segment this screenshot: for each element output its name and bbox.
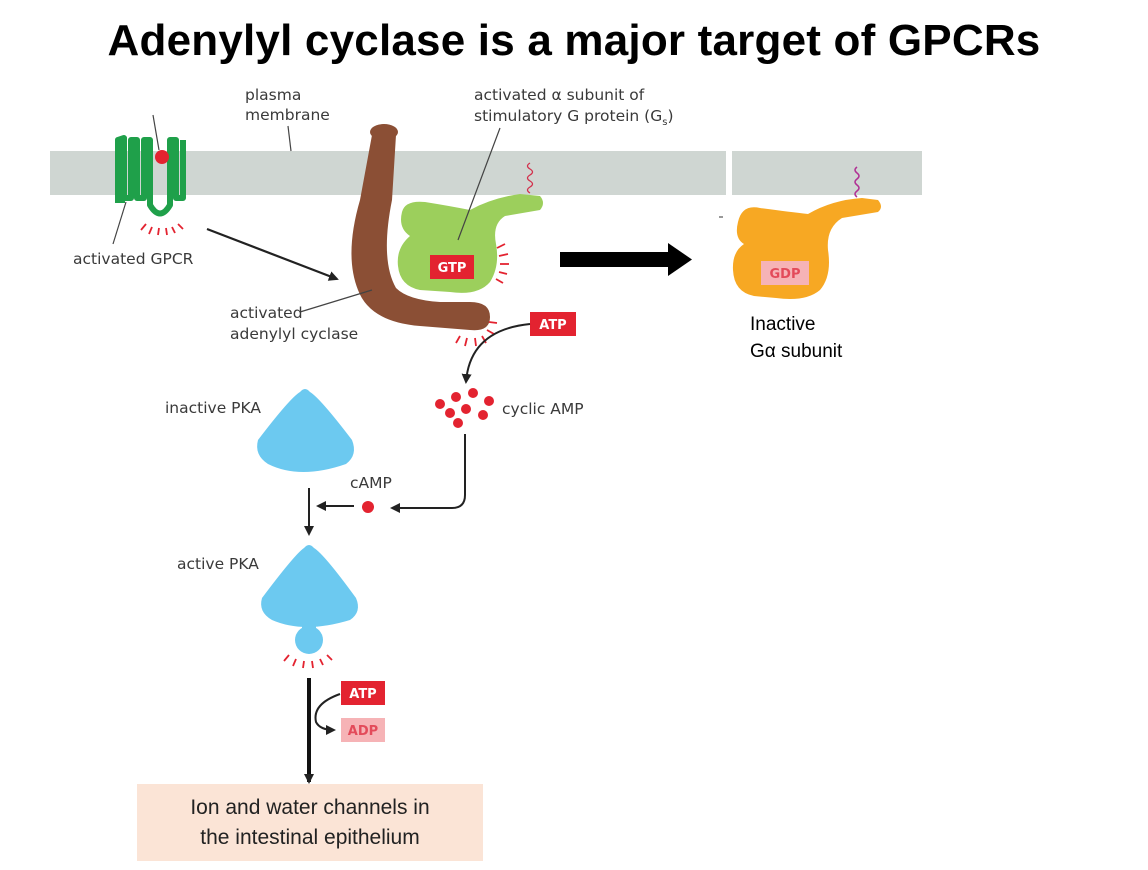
camp-label: cAMP [350,474,392,492]
active-pka-label: active PKA [177,555,259,573]
inactive-pka-label: inactive PKA [165,399,261,417]
inactivation-arrow [560,243,692,276]
inactive-galpha-label-line2: Gα subunit [750,341,843,362]
cyclase-label-line1: activated [230,304,303,322]
outcome-line2: the intestinal epithelium [200,825,420,849]
galpha-label-pointer [457,127,501,241]
plasma-membrane-right [732,151,922,195]
cyclic-amp-label: cyclic AMP [502,400,584,418]
gpcr-label: activated GPCR [73,250,194,268]
camp-down-arrow [390,434,466,513]
adp-tag-label: ADP [348,724,378,739]
pka-activation-burst [283,654,333,669]
gpcr-receptor [115,135,186,217]
cyclase-label-pointer [299,289,373,313]
inactive-pka-shape [257,389,354,472]
adp-tag [341,718,385,742]
gpcr-label-pointer [112,201,127,245]
inactive-galpha-label-line1: Inactive [750,314,815,335]
galpha-label-subscript: s [662,117,667,128]
galpha-activation-burst [495,243,509,284]
ligand-pointer [152,114,160,151]
galpha-label-close: ) [667,107,673,125]
active-pka-shape [261,545,358,654]
atp-tag-top-label: ATP [539,318,566,333]
cyclic-amp-cluster [435,388,494,428]
atp-tag-top [530,312,576,336]
gpcr-to-cyclase-arrow [206,227,339,281]
galpha-label-line1: activated α subunit of [474,86,645,104]
galpha-label-line2: stimulatory G protein (Gs) [474,107,674,128]
atp-to-adp-arrow [314,693,341,735]
atp-to-camp-arrow [461,323,531,384]
slide-title: Adenylyl cyclase is a major target of GP… [107,16,1041,65]
plasma-membrane-label-line1: plasma [245,86,301,104]
gdp-tag-label: GDP [770,267,801,282]
gtp-tag [430,255,474,279]
cyclase-label-line2: adenylyl cyclase [230,325,358,343]
atp-tag-bottom [341,681,385,705]
atp-tag-bottom-label: ATP [349,687,376,702]
plasma-membrane-label-line2: membrane [245,106,330,124]
galpha-label-text: stimulatory G protein (G [474,107,662,125]
camp-dot [362,501,374,513]
outcome-line1: Ion and water channels in [190,795,430,819]
adenylyl-cyclase [351,124,490,331]
gpcr-activation-burst [140,223,184,236]
membrane-label-pointer [287,125,292,152]
gdp-tag [761,261,809,285]
outcome-box: Ion and water channels in the intestinal… [137,784,483,861]
gtp-tag-label: GTP [438,261,467,276]
cyclase-activation-burst [455,321,498,347]
ligand-dot [155,150,169,164]
